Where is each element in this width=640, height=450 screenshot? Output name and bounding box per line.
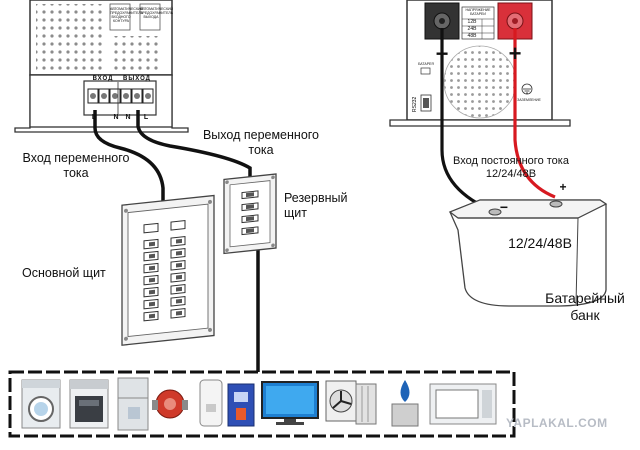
input-terminal-header: ВХОД	[92, 76, 114, 82]
battery-minus-label: −	[499, 199, 509, 215]
voltage-option: 48В	[467, 33, 477, 39]
reserve-breaker-panel	[223, 173, 277, 255]
dc-input-label: Вход постоянного тока 12/24/48В	[453, 155, 569, 180]
voltage-table-title: НАПРЯЖЕНИЕ БАТАРЕИ	[465, 8, 491, 16]
output-terminal-header: ВЫХОД	[123, 76, 151, 82]
ac-input-label: Вход переменного тока	[22, 151, 130, 180]
voltage-option: 24В	[467, 26, 477, 32]
battery	[448, 199, 608, 307]
battery-bank-label: Батарейный банк	[545, 290, 625, 323]
terminal-label: N	[125, 114, 131, 121]
watermark: YAPLAKAL.COM	[506, 416, 608, 430]
microwave-icon	[429, 383, 497, 425]
dc-plus-sign: +	[508, 41, 522, 66]
ac-output-label: Выход переменного тока	[202, 128, 320, 157]
boiler-icon	[227, 383, 255, 427]
refrigerator-icon	[117, 377, 149, 431]
fan-heater-icon	[325, 380, 367, 422]
inverter-unit	[14, 0, 189, 133]
washing-machine-icon	[21, 379, 61, 429]
water-heater-icon	[199, 379, 223, 427]
terminal-label: N	[113, 114, 119, 121]
tv-icon	[261, 381, 319, 425]
circulation-pump-icon	[152, 389, 188, 419]
dc-positive-wire	[513, 28, 556, 199]
output-breaker-note: АВТОМАТИЧЕСКИЙ ПРЕДОХРАНИТЕЛЬ ВЫХОДА	[140, 7, 174, 19]
battery-plus-label: +	[559, 180, 567, 194]
ac-input-wire	[93, 110, 165, 228]
voltage-option: 12В	[467, 19, 477, 25]
main-panel-label: Основной щит	[22, 266, 106, 280]
terminal-label: L	[91, 114, 97, 121]
rs232-label: RS232	[412, 96, 418, 112]
oven-icon	[69, 379, 109, 429]
main-breaker-panel	[121, 194, 215, 346]
input-breaker-note: АВТОМАТИЧЕСКИЙ ПРЕДОХРАНИТЕЛЬ ВХОДНОГО К…	[110, 7, 144, 23]
ground-label: ЗАЗЕМЛЕНИЕ	[517, 98, 541, 102]
dc-panel-unit	[389, 0, 571, 127]
terminal-block	[87, 88, 154, 104]
water-cooler-icon	[391, 380, 419, 427]
dc-minus-sign: −	[435, 41, 449, 66]
battery-voltage-label: 12/24/48В	[508, 235, 572, 251]
reserve-panel-label: Резервный щит	[284, 191, 348, 220]
battery-port-label: БАТАРЕЯ	[418, 62, 434, 66]
radiator-icon	[355, 383, 377, 425]
ac-output-wire	[136, 110, 252, 190]
terminal-label: L	[143, 114, 149, 121]
